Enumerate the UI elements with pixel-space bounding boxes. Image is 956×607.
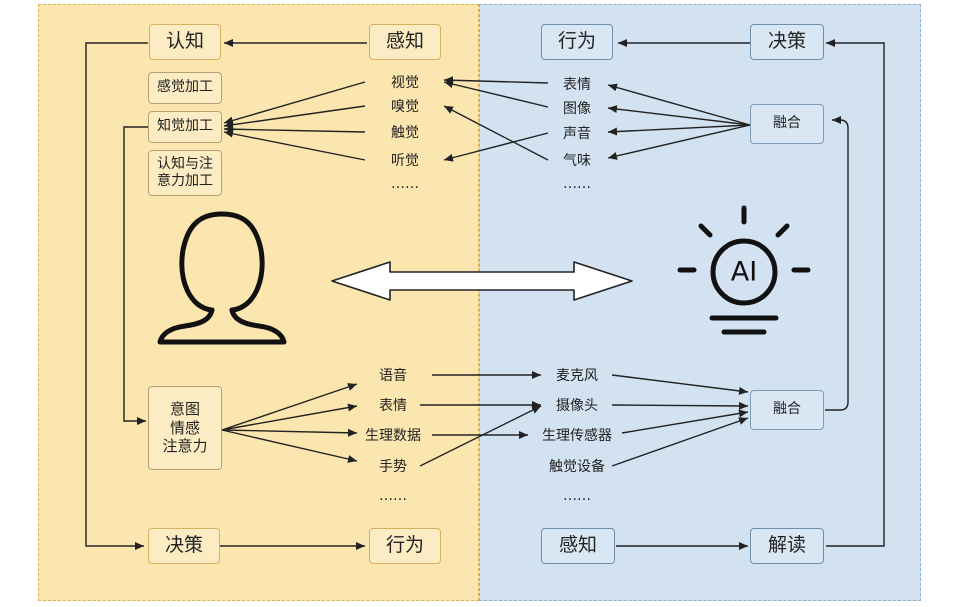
signal-expression: 表情 (563, 77, 591, 93)
human-perception-box: 感知 (369, 24, 441, 60)
arrow-haptic-to-fusion (611, 417, 749, 467)
intent-label: 意图 (169, 399, 200, 418)
cognition-box: 认知 (149, 24, 221, 60)
arrow-expression-to-vision (443, 76, 549, 85)
sensor-physio: 生理传感器 (542, 428, 612, 444)
arrow-odor-to-smell (443, 105, 549, 161)
signal-sound: 声音 (563, 126, 591, 142)
output-speech: 语音 (379, 368, 407, 384)
arrow-smell-to-perceptual (223, 105, 366, 129)
output-expression: 表情 (379, 398, 407, 414)
arrow-cognition-to-decision (85, 42, 148, 550)
ai-action-box: 行为 (541, 24, 613, 60)
sensor-microphone: 麦克风 (556, 368, 598, 384)
emotion-label: 情感 (169, 418, 200, 437)
arrow-physio-sensor-to-fusion (621, 409, 749, 434)
ai-decision-box: 决策 (750, 24, 824, 60)
arrow-interpretation-to-decision (826, 39, 885, 547)
sense-vision: 视觉 (391, 75, 419, 91)
arrow-touch-to-perceptual (223, 125, 366, 134)
signal-odor: 气味 (563, 153, 591, 169)
output-more: …… (379, 488, 407, 504)
arrow-fusion-to-image (607, 105, 751, 126)
sensor-haptic: 触觉设备 (549, 459, 605, 475)
intent-emotion-attention-box: 意图 情感 注意力 (148, 386, 222, 470)
signal-image: 图像 (563, 101, 591, 117)
arrow-intent-to-expression (221, 403, 358, 431)
signal-more: …… (563, 176, 591, 192)
arrow-perceptual-to-intent (123, 126, 149, 425)
sensor-camera: 摄像头 (556, 398, 598, 414)
output-physio-data: 生理数据 (365, 428, 421, 444)
fusion-bottom-box: 融合 (750, 390, 824, 430)
person-silhouette-icon (157, 211, 287, 345)
arrow-hearing-to-perceptual (223, 129, 366, 161)
human-panel (38, 4, 479, 601)
arrow-fusion-to-fusion (825, 116, 849, 411)
sense-smell: 嗅觉 (391, 99, 419, 115)
sense-more: …… (391, 176, 419, 192)
interpretation-box: 解读 (750, 528, 824, 564)
perceptual-processing-box: 知觉加工 (148, 111, 222, 143)
output-gesture: 手势 (379, 459, 407, 475)
arrow-image-to-vision (443, 80, 549, 108)
sensor-more: …… (563, 488, 591, 504)
arrow-sound-to-hearing (443, 132, 549, 162)
ai-lightbulb-icon (677, 205, 811, 335)
arrow-camera-to-fusion (611, 401, 749, 410)
arrow-mic-to-fusion (611, 374, 749, 395)
arrow-fusion-to-odor (607, 124, 751, 160)
arrow-intent-to-physio (221, 428, 358, 437)
sense-touch: 触觉 (391, 125, 419, 141)
ai-perception-box: 感知 (541, 528, 615, 564)
arrow-intent-to-speech (221, 383, 358, 431)
cognitive-attention-processing-box: 认知与注意力加工 (148, 150, 222, 196)
human-action-box: 行为 (369, 528, 441, 564)
sense-hearing: 听觉 (391, 153, 419, 169)
arrow-vision-to-perceptual (223, 81, 366, 125)
human-decision-box: 决策 (148, 528, 220, 564)
double-arrow-icon (331, 261, 633, 301)
arrow-fusion-to-sound (607, 124, 751, 136)
arrow-gesture-to-camera (419, 405, 542, 467)
arrow-fusion-to-expression (607, 83, 751, 126)
sensory-processing-box: 感觉加工 (148, 72, 222, 104)
attention-label: 注意力 (162, 437, 208, 456)
ai-logo-text: AI (730, 256, 758, 288)
arrow-intent-to-gesture (221, 429, 358, 463)
fusion-top-box: 融合 (750, 104, 824, 144)
